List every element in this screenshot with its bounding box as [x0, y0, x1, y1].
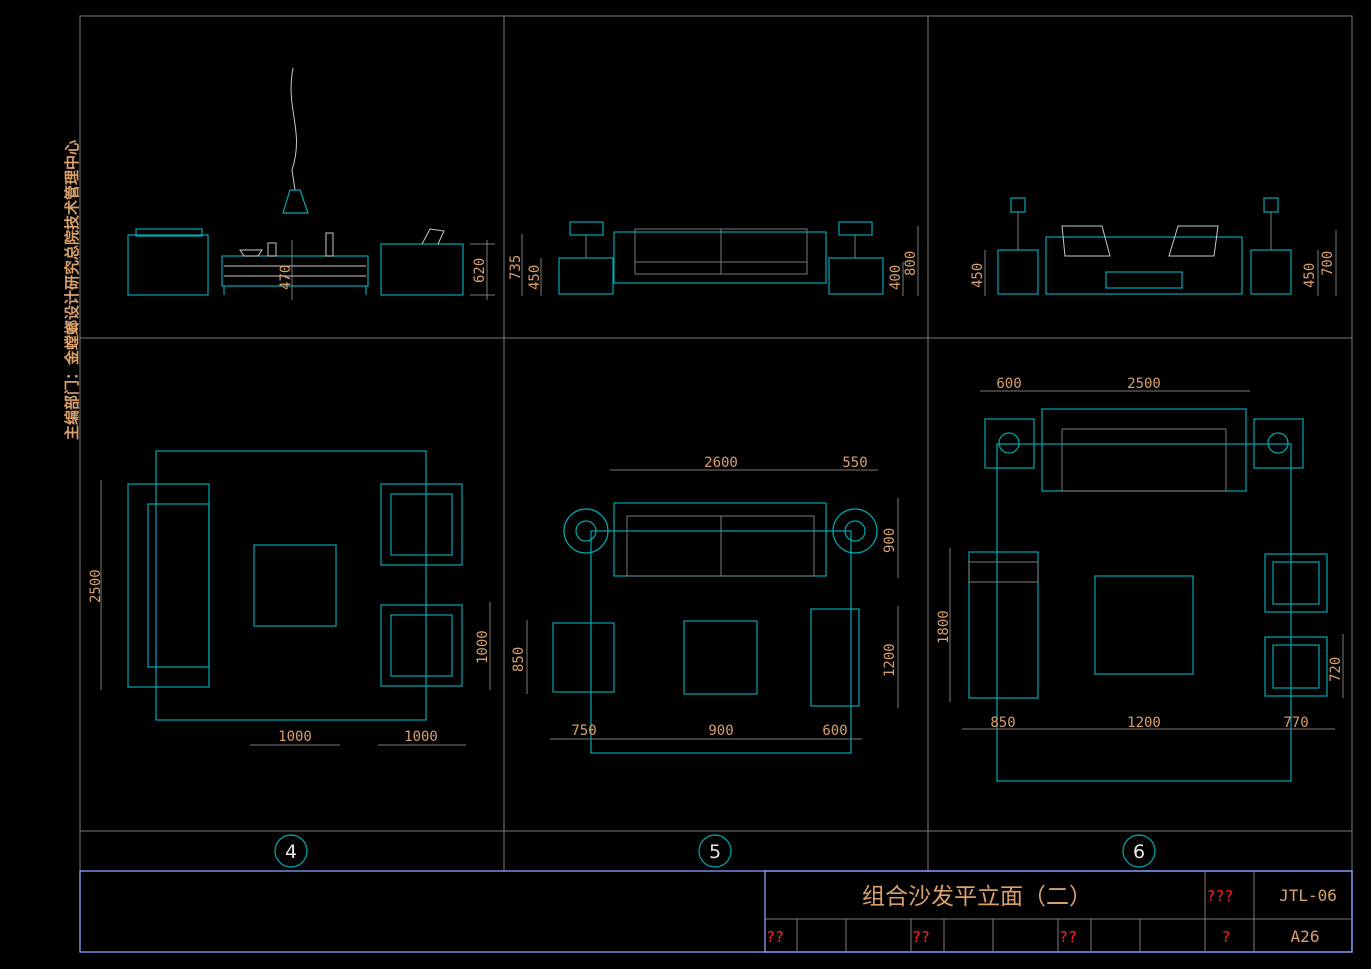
- dimension-label: 720: [1328, 657, 1344, 682]
- dimension-label: 900: [882, 528, 898, 553]
- dimension-label: 470: [278, 265, 294, 290]
- label-3: ??: [912, 928, 930, 946]
- dimension-label: 900: [708, 723, 733, 739]
- dimension-label: 735: [508, 255, 524, 280]
- dimension-label: 450: [1302, 263, 1318, 288]
- plan-6: 600 2500 1800 720 850 1200 770: [936, 376, 1344, 782]
- dimension-label: 1200: [1127, 715, 1161, 731]
- label-2: ??: [766, 928, 784, 946]
- dimension-label: 750: [571, 723, 596, 739]
- plan-4: 2500 1000 1000 1000: [88, 450, 491, 746]
- elevation-6: 450 450 700: [970, 197, 1337, 296]
- label-5: ?: [1221, 928, 1230, 946]
- drawing-title: 组合沙发平立面（二）: [862, 884, 1092, 910]
- dimension-label: 1200: [882, 643, 898, 677]
- dimension-label: 1800: [936, 610, 952, 644]
- dimension-label: 2500: [88, 569, 104, 603]
- panel-number-4: 4: [274, 834, 308, 868]
- drawing-number: JTL-06: [1279, 886, 1337, 905]
- dimension-label: 1000: [475, 630, 491, 664]
- elevation-5: 735 450 400 800: [508, 221, 919, 296]
- dimension-label: 450: [970, 263, 986, 288]
- dimension-label: 1000: [278, 729, 312, 745]
- dimension-label: 600: [996, 376, 1021, 392]
- label-4: ??: [1059, 928, 1077, 946]
- title-block: 组合沙发平立面（二） ??? JTL-06 ?? ?? ?? ? A26: [764, 870, 1353, 953]
- sheet-number: A26: [1291, 927, 1320, 946]
- dimension-label: 2600: [704, 455, 738, 471]
- panel-number-6: 6: [1122, 834, 1156, 868]
- dimension-label: 600: [822, 723, 847, 739]
- dimension-label: 620: [472, 258, 488, 283]
- dimension-label: 6: [1133, 841, 1145, 863]
- panel-number-5: 5: [698, 834, 732, 868]
- dimension-label: 1000: [404, 729, 438, 745]
- dimension-label: 800: [903, 251, 919, 276]
- dimension-label: 2500: [1127, 376, 1161, 392]
- dimension-label: 400: [888, 265, 904, 290]
- elevation-4: 470 620: [127, 67, 495, 300]
- dimension-label: 450: [527, 265, 543, 290]
- dimension-label: 5: [709, 841, 721, 863]
- side-note: 主编部门：金螳螂设计研究总院技术管理中心: [63, 140, 81, 440]
- label-1: ???: [1206, 887, 1233, 905]
- dimension-label: 850: [511, 647, 527, 672]
- dimension-label: 770: [1283, 715, 1308, 731]
- dimension-label: 850: [990, 715, 1015, 731]
- drawing-frame: [79, 15, 1353, 953]
- dimension-label: 700: [1320, 251, 1336, 276]
- dimension-label: 4: [285, 841, 297, 863]
- dimension-label: 550: [842, 455, 867, 471]
- plan-5: 2600 550 900 850 1200 750 900 600: [511, 455, 899, 754]
